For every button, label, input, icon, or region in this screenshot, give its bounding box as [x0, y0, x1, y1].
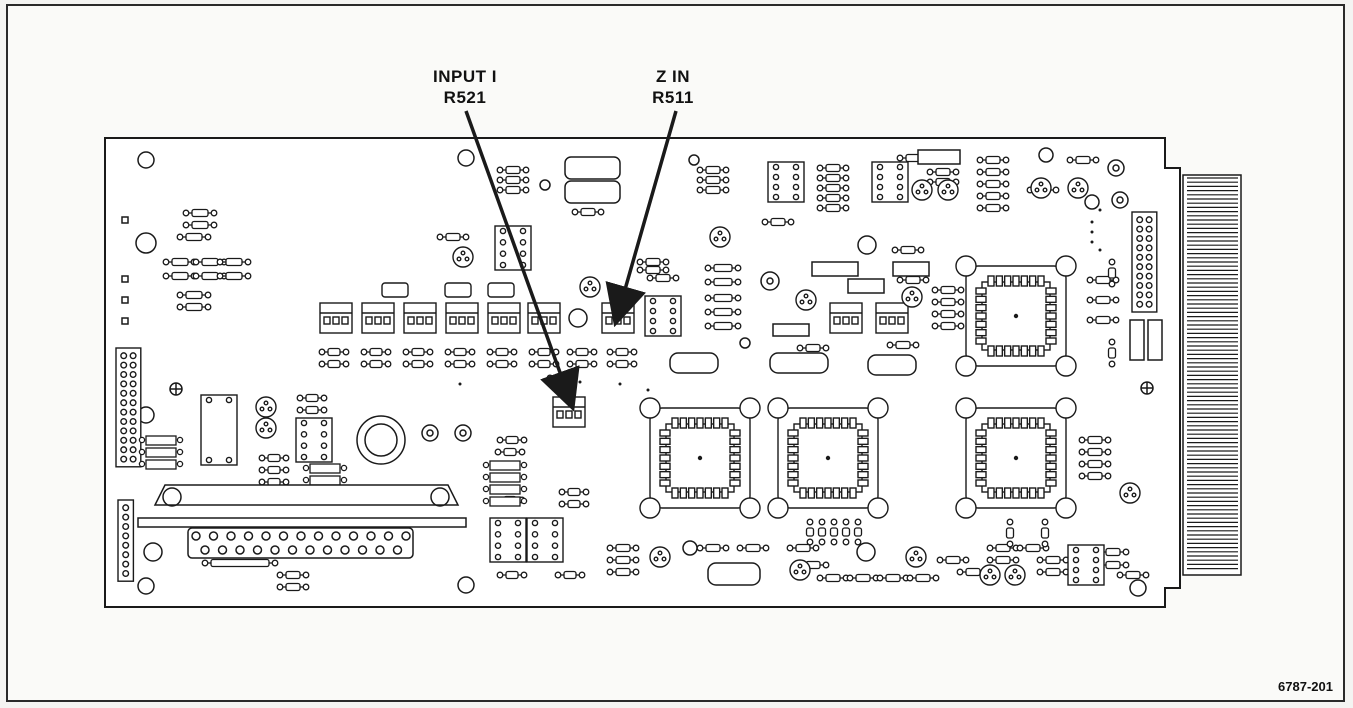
callout-input-i: INPUT I R521 [415, 66, 515, 108]
capacitors [564, 149, 1163, 586]
dip-ic-packages [200, 161, 1105, 586]
round-parts [356, 159, 1129, 465]
callout-input-i-ref: R521 [443, 88, 487, 107]
screw-heads [169, 381, 1154, 396]
callout-z-in-ref: R511 [652, 88, 694, 107]
pin-headers [115, 211, 1158, 582]
z-in-leader [605, 110, 678, 328]
edge-connector [1182, 174, 1242, 576]
callout-z-in-title: Z IN [655, 67, 691, 86]
transistors [255, 177, 1141, 586]
left-pads [121, 216, 129, 325]
input-i-leader [464, 110, 580, 412]
callout-z-in: Z IN R511 [633, 66, 713, 108]
callout-input-i-title: INPUT I [433, 67, 497, 86]
dsub-connector [137, 484, 467, 559]
plcc-sockets [639, 255, 1077, 519]
figure-number: 6787-201 [1278, 679, 1333, 694]
callout-leaders [464, 110, 678, 412]
resistor-components [162, 153, 1150, 592]
